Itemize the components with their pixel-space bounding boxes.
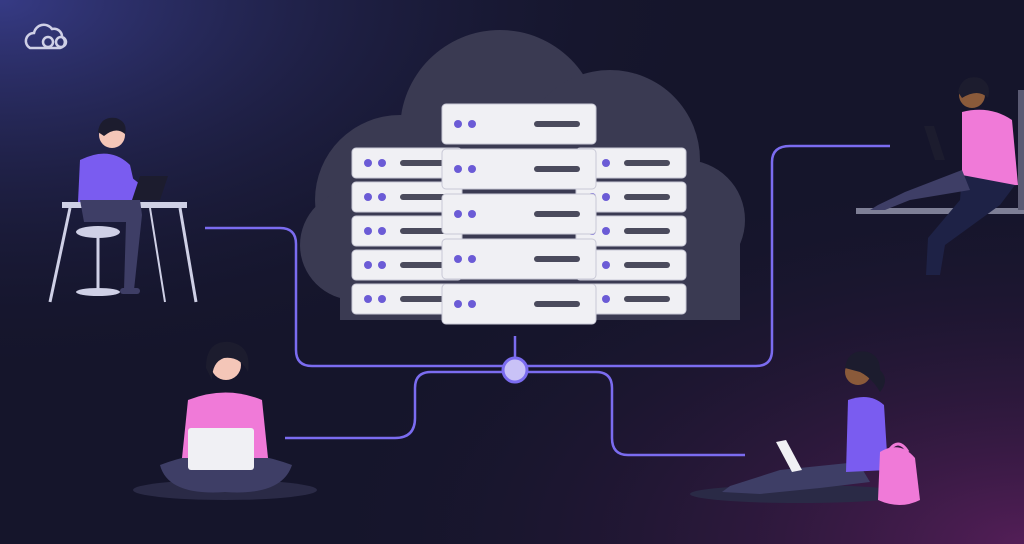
ledge — [856, 208, 1024, 214]
server-led-icon — [602, 193, 610, 201]
laptop-icon — [132, 176, 168, 200]
server-led-icon — [378, 227, 386, 235]
person-ledge-hair — [958, 77, 989, 98]
server-led-icon — [378, 295, 386, 303]
server-rack-right — [575, 147, 687, 315]
server-slot — [534, 121, 580, 127]
server-slot — [534, 166, 580, 172]
person-backpack-hair — [845, 351, 885, 392]
server-unit — [351, 147, 463, 179]
server-led-icon — [378, 159, 386, 167]
connector-desk — [205, 226, 515, 368]
server-unit — [441, 148, 597, 190]
person-ledge-torso — [962, 109, 1018, 188]
server-unit — [441, 238, 597, 280]
server-led-icon — [468, 210, 476, 218]
server-slot — [624, 296, 670, 302]
server-led-icon — [602, 295, 610, 303]
person-ledge-legs — [926, 175, 1015, 275]
connector-backpack — [515, 370, 745, 457]
server-unit — [575, 283, 687, 315]
server-unit — [575, 215, 687, 247]
server-led-icon — [602, 261, 610, 269]
connector-ledge — [515, 144, 890, 368]
person-desk-hair — [98, 117, 126, 136]
person-ledge — [856, 77, 1024, 275]
server-led-icon — [364, 227, 372, 235]
person-desk-legs — [80, 200, 142, 290]
cloud-logo-icon — [24, 23, 68, 50]
server-slot — [534, 301, 580, 307]
server-slot — [400, 160, 446, 166]
server-rack-left — [351, 147, 463, 315]
server-led-icon — [454, 165, 462, 173]
server-led-icon — [454, 120, 462, 128]
server-slot — [624, 194, 670, 200]
server-rack-center — [441, 103, 597, 325]
server-led-icon — [454, 210, 462, 218]
server-led-icon — [378, 261, 386, 269]
server-led-icon — [364, 159, 372, 167]
server-slot — [534, 256, 580, 262]
server-slot — [400, 296, 446, 302]
person-backpack — [690, 351, 920, 505]
connector-hub — [501, 356, 529, 384]
backpack-icon — [878, 447, 920, 505]
server-unit — [441, 193, 597, 235]
server-unit — [351, 215, 463, 247]
laptop-icon-floor — [188, 428, 254, 470]
server-led-icon — [454, 255, 462, 263]
person-backpack-torso — [846, 396, 888, 472]
stool-seat — [76, 226, 120, 238]
server-led-icon — [468, 165, 476, 173]
laptop-icon-ledge — [924, 126, 945, 160]
server-led-icon — [468, 120, 476, 128]
server-led-icon — [364, 295, 372, 303]
laptop-icon-backpack — [776, 440, 802, 472]
server-led-icon — [378, 193, 386, 201]
server-led-icon — [468, 255, 476, 263]
person-desk — [48, 117, 198, 303]
server-led-icon — [454, 300, 462, 308]
connector-floor — [285, 370, 515, 440]
server-slot — [624, 262, 670, 268]
person-backpack-legs — [722, 462, 870, 494]
server-led-icon — [468, 300, 476, 308]
person-desk-torso — [78, 153, 138, 202]
person-floor-hair — [206, 341, 249, 380]
server-led-icon — [602, 159, 610, 167]
server-unit — [441, 103, 597, 145]
server-slot — [534, 211, 580, 217]
server-slot — [400, 262, 446, 268]
server-unit — [575, 181, 687, 213]
server-unit — [441, 283, 597, 325]
server-unit — [351, 181, 463, 213]
server-led-icon — [364, 261, 372, 269]
server-unit — [351, 249, 463, 281]
server-slot — [400, 228, 446, 234]
server-led-icon — [602, 227, 610, 235]
person-floor — [133, 341, 317, 500]
server-led-icon — [364, 193, 372, 201]
server-slot — [400, 194, 446, 200]
server-slot — [624, 228, 670, 234]
server-slot — [624, 160, 670, 166]
